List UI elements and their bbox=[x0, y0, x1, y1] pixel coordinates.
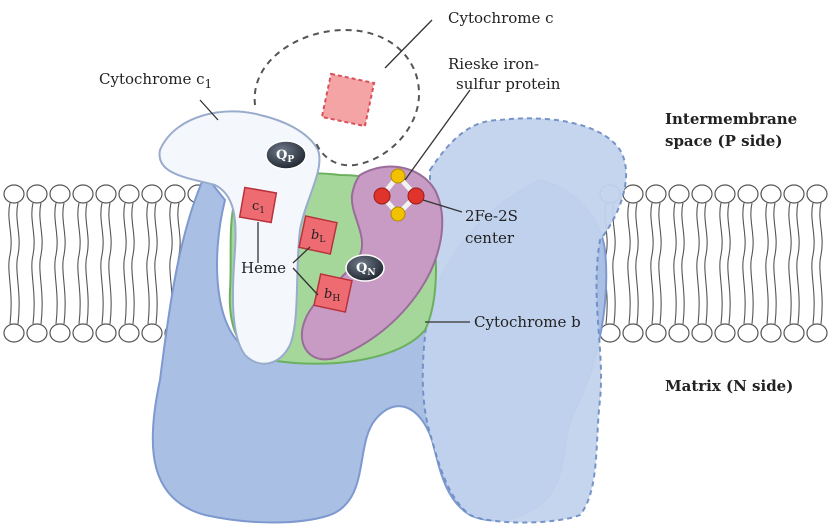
lipid-head bbox=[27, 324, 47, 342]
lipid-head bbox=[50, 185, 70, 203]
lipid-tail bbox=[628, 203, 638, 324]
lipid-tail bbox=[101, 203, 111, 324]
cytochrome-c1-label: Cytochrome c1 bbox=[99, 70, 212, 91]
lipid-tail bbox=[651, 203, 661, 324]
fe2s-label-line2: center bbox=[465, 229, 515, 247]
lipid-tail bbox=[124, 203, 134, 324]
lipid-tail bbox=[32, 203, 42, 324]
lipid-head bbox=[600, 324, 620, 342]
lipid-tail bbox=[674, 203, 684, 324]
cytochrome-b-label: Cytochrome b bbox=[474, 313, 581, 331]
intermembrane-label-line1: Intermembrane bbox=[665, 110, 797, 128]
lipid-tail bbox=[78, 203, 88, 324]
lipid-head bbox=[623, 185, 643, 203]
lipid-tail bbox=[720, 203, 730, 324]
rieske-label-line2: sulfur protein bbox=[456, 75, 561, 93]
cytochrome-c-heme-dashed bbox=[322, 74, 374, 126]
cytochrome-c-label: Cytochrome c bbox=[448, 9, 554, 27]
lipid-head bbox=[96, 324, 116, 342]
lipid-head bbox=[73, 324, 93, 342]
intermembrane-label-line2: space (P side) bbox=[665, 132, 782, 150]
heme-square-icon bbox=[314, 274, 352, 312]
lipid-tail bbox=[697, 203, 707, 324]
lipid-head bbox=[119, 324, 139, 342]
lipid-head bbox=[119, 185, 139, 203]
lipid-head bbox=[761, 324, 781, 342]
lipid-head bbox=[761, 185, 781, 203]
lipid-head bbox=[4, 324, 24, 342]
lipid-head bbox=[646, 324, 666, 342]
lipid-head bbox=[142, 324, 162, 342]
lipid-head bbox=[669, 324, 689, 342]
lipid-head bbox=[4, 185, 24, 203]
lipid-head bbox=[784, 324, 804, 342]
lipid-head bbox=[50, 324, 70, 342]
lipid-head bbox=[73, 185, 93, 203]
lipid-tail bbox=[147, 203, 157, 324]
lipid-tail bbox=[743, 203, 753, 324]
fe2s-label-line1: 2Fe-2S bbox=[465, 207, 518, 225]
lipid-head bbox=[784, 185, 804, 203]
matrix-label: Matrix (N side) bbox=[665, 377, 793, 395]
lipid-head bbox=[715, 185, 735, 203]
lipid-head bbox=[669, 185, 689, 203]
lipid-tail bbox=[9, 203, 19, 324]
lipid-tail bbox=[55, 203, 65, 324]
lipid-bilayer-icon bbox=[600, 185, 827, 342]
lipid-head bbox=[27, 185, 47, 203]
heme-label: Heme bbox=[241, 259, 286, 277]
lipid-tail bbox=[812, 203, 822, 324]
lipid-tail bbox=[789, 203, 799, 324]
lipid-head bbox=[142, 185, 162, 203]
lipid-head bbox=[692, 324, 712, 342]
lipid-tail bbox=[766, 203, 776, 324]
lipid-head bbox=[738, 185, 758, 203]
lipid-head bbox=[623, 324, 643, 342]
lipid-head bbox=[715, 324, 735, 342]
lipid-head bbox=[738, 324, 758, 342]
rieske-label-line1: Rieske iron- bbox=[448, 55, 539, 73]
lipid-head bbox=[646, 185, 666, 203]
lipid-head bbox=[807, 185, 827, 203]
lipid-head bbox=[807, 324, 827, 342]
lipid-head bbox=[692, 185, 712, 203]
lipid-head bbox=[165, 185, 185, 203]
lipid-head bbox=[96, 185, 116, 203]
